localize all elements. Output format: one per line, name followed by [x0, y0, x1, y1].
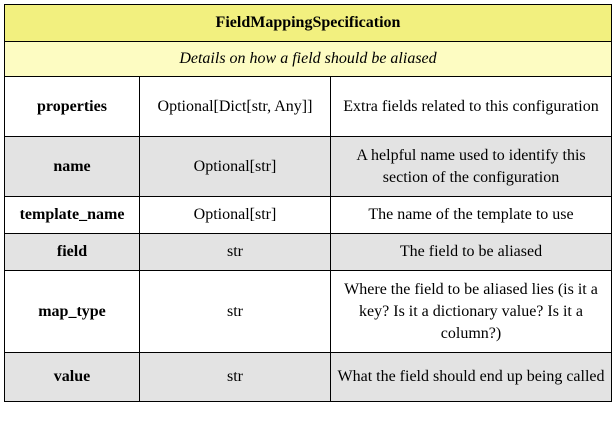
- field-name-cell: field: [4, 233, 140, 271]
- table-subtitle: Details on how a field should be aliased: [4, 41, 612, 77]
- field-name-cell: properties: [4, 76, 140, 137]
- field-type-cell: str: [139, 352, 331, 402]
- table-row: name Optional[str] A helpful name used t…: [4, 136, 612, 197]
- table-subtitle-row: Details on how a field should be aliased: [4, 41, 612, 77]
- field-type-cell: Optional[str]: [139, 136, 331, 197]
- field-type-cell: str: [139, 233, 331, 271]
- field-description-cell: The field to be aliased: [330, 233, 612, 271]
- table-row: template_name Optional[str] The name of …: [4, 196, 612, 234]
- table-title: FieldMappingSpecification: [4, 4, 612, 42]
- field-name-cell: value: [4, 352, 140, 402]
- field-name-cell: map_type: [4, 270, 140, 353]
- field-description-cell: A helpful name used to identify this sec…: [330, 136, 612, 197]
- field-name-cell: template_name: [4, 196, 140, 234]
- field-mapping-spec-table: FieldMappingSpecification Details on how…: [4, 4, 612, 402]
- table-row: value str What the field should end up b…: [4, 352, 612, 402]
- field-type-cell: Optional[str]: [139, 196, 331, 234]
- field-type-cell: str: [139, 270, 331, 353]
- table-row: map_type str Where the field to be alias…: [4, 270, 612, 353]
- table-row: field str The field to be aliased: [4, 233, 612, 271]
- field-description-cell: What the field should end up being calle…: [330, 352, 612, 402]
- field-type-cell: Optional[Dict[str, Any]]: [139, 76, 331, 137]
- field-description-cell: Extra fields related to this configurati…: [330, 76, 612, 137]
- field-description-cell: The name of the template to use: [330, 196, 612, 234]
- table-row: properties Optional[Dict[str, Any]] Extr…: [4, 76, 612, 137]
- field-description-cell: Where the field to be aliased lies (is i…: [330, 270, 612, 353]
- field-name-cell: name: [4, 136, 140, 197]
- table-title-row: FieldMappingSpecification: [4, 4, 612, 42]
